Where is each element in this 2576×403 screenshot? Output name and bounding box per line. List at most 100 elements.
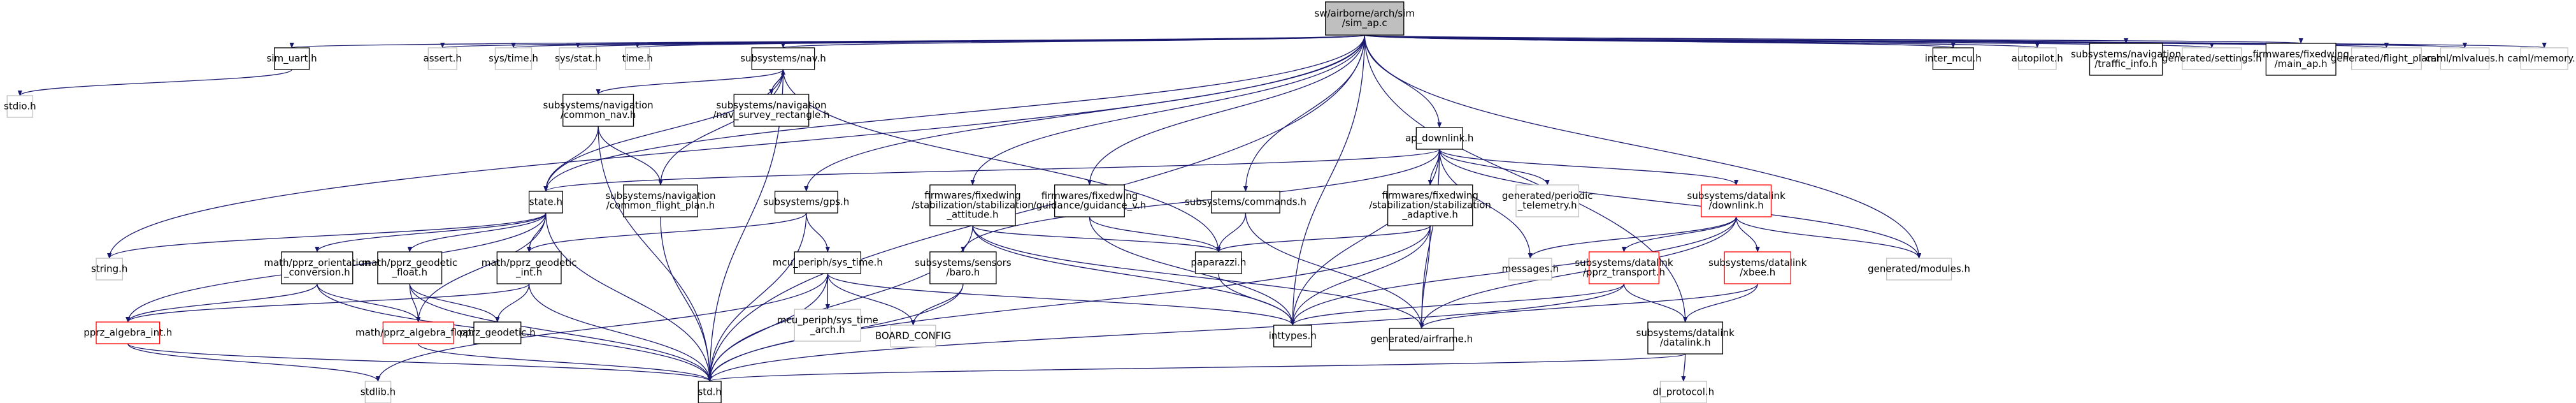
node-nav[interactable]: subsystems/nav.h [740, 47, 826, 70]
node-label: subsystems/datalink [1575, 257, 1673, 268]
edge-gps-to-pprz_geodetic_int [527, 212, 807, 253]
node-generated-settings[interactable]: generated/settings.h [2162, 47, 2262, 70]
node-board-config[interactable]: BOARD_CONFIG [875, 325, 951, 348]
node-autopilot[interactable]: autopilot.h [2012, 47, 2063, 70]
edge-datalink_downlink-to-xbee [1735, 216, 1760, 253]
node-pprz-geodetic-int[interactable]: math/pprz_geodetic_int.h [482, 251, 577, 284]
node-sim-uart[interactable]: sim_uart.h [267, 47, 317, 70]
node-box [2265, 43, 2336, 76]
node-sysstat[interactable]: sys/stat.h [555, 47, 601, 70]
node-label: firmwares/fixedwing [2252, 48, 2349, 60]
node-box [473, 321, 522, 344]
edge-root-to-inttypes [1290, 34, 1365, 326]
node-box [1647, 321, 1724, 355]
node-datalink[interactable]: subsystems/datalink/datalink.h [1636, 321, 1735, 355]
node-label: stdio.h [4, 101, 36, 112]
node-messages[interactable]: messages.h [1502, 258, 1559, 281]
node-label: math/pprz_geodetic [362, 257, 457, 269]
node-box [794, 309, 862, 342]
node-label: /sim_ap.c [1342, 17, 1387, 29]
node-stab-adapt[interactable]: firmwares/fixedwing/stabilization/stabil… [1369, 184, 1491, 226]
node-dl-protocol[interactable]: dl_protocol.h [1653, 381, 1715, 403]
node-box [364, 381, 392, 403]
node-memory[interactable]: caml/memory.h [2507, 47, 2576, 70]
node-state[interactable]: state.h [528, 191, 563, 214]
edge-datalink_downlink-to-pprz_transport [1621, 216, 1737, 253]
node-assert[interactable]: assert.h [424, 47, 462, 70]
node-pprz-geodetic[interactable]: pprz_geodetic.h [459, 321, 536, 344]
node-pprz-orientation[interactable]: math/pprz_orientation_conversion.h [264, 251, 370, 284]
node-main-ap[interactable]: firmwares/fixedwing/main_ap.h [2252, 43, 2349, 76]
node-label: /pprz_transport.h [1583, 267, 1665, 279]
node-inter-mcu[interactable]: inter_mcu.h [1925, 47, 1982, 70]
edge-ap_downlink-to-state [543, 149, 1440, 192]
node-common-nav[interactable]: subsystems/navigation/common_nav.h [543, 94, 654, 127]
node-label: generated/airframe.h [1370, 333, 1473, 345]
node-box [1211, 191, 1280, 214]
node-label: firmwares/fixedwing [1041, 190, 1138, 202]
node-nav-survey[interactable]: subsystems/navigation/nav_survey_rectang… [713, 94, 830, 127]
node-ap-downlink[interactable]: ap_downlink.h [1405, 127, 1474, 150]
edge-common_nav-to-common_flight_plan [597, 126, 663, 186]
edge-common_flight_plan-to-std [660, 216, 712, 382]
node-xbee[interactable]: subsystems/datalink/xbee.h [1708, 251, 1807, 284]
edge-commands-to-generated_airframe [1245, 212, 1424, 329]
node-systime[interactable]: sys/time.h [489, 47, 538, 70]
node-pprz-algebra-int[interactable]: pprz_algebra_int.h [83, 321, 172, 344]
node-label: pprz_geodetic.h [459, 327, 536, 339]
edge-datalink_downlink-to-messages [1528, 216, 1737, 259]
node-label: sys/stat.h [555, 53, 601, 64]
node-flight-plan[interactable]: generated/flight_plan.h [2331, 47, 2442, 70]
node-generated-airframe[interactable]: generated/airframe.h [1370, 328, 1473, 351]
node-box [274, 47, 310, 70]
node-baro[interactable]: subsystems/sensors/baro.h [915, 251, 1012, 284]
node-box [774, 191, 838, 214]
edge-common_nav-to-state [543, 126, 599, 192]
node-guidance[interactable]: firmwares/fixedwing/guidance/guidance_v.… [1033, 184, 1146, 217]
node-common-flight-plan[interactable]: subsystems/navigation/common_flight_plan… [605, 184, 716, 217]
edge-root-to-sim_uart [290, 34, 1365, 48]
edge-datalink-to-std [708, 353, 1686, 382]
node-sys-time-arch[interactable]: mcu_periph/sys_time_arch.h [777, 309, 878, 342]
node-root[interactable]: sw/airborne/arch/sim/sim_ap.c [1315, 1, 1415, 36]
node-periodic-telemetry[interactable]: generated/periodic_telemetry.h [1502, 184, 1593, 217]
node-box [1273, 325, 1312, 348]
node-box [698, 381, 722, 403]
edge-commands-to-paparazzi [1216, 212, 1247, 253]
node-box [1325, 1, 1405, 36]
node-generated-modules[interactable]: generated/modules.h [1868, 258, 1970, 281]
node-stdlib[interactable]: stdlib.h [361, 381, 396, 403]
node-stab-att[interactable]: firmwares/fixedwing/stabilization/stabil… [912, 184, 1034, 226]
edge-state-to-string [107, 212, 547, 259]
edge-pprz_transport-to-std [707, 283, 1625, 382]
node-pprz-algebra-float[interactable]: math/pprz_algebra_float.h [355, 321, 481, 344]
node-pprz-transport[interactable]: subsystems/datalink/pprz_transport.h [1575, 251, 1673, 284]
node-mlvalues[interactable]: caml/mlvalues.h [2426, 47, 2504, 70]
node-label: caml/mlvalues.h [2426, 53, 2504, 64]
node-sys-time[interactable]: mcu_periph/sys_time.h [773, 251, 883, 274]
node-gps[interactable]: subsystems/gps.h [763, 191, 849, 214]
node-pprz-geodetic-float[interactable]: math/pprz_geodetic_float.h [362, 251, 457, 284]
node-std[interactable]: std.h [698, 381, 722, 403]
node-inttypes[interactable]: inttypes.h [1269, 325, 1317, 348]
node-label: time.h [622, 53, 653, 64]
node-traffic-info[interactable]: subsystems/navigation/traffic_info.h [2071, 43, 2181, 76]
node-string[interactable]: string.h [91, 258, 127, 281]
node-label: /guidance/guidance_v.h [1033, 200, 1146, 212]
node-stdio[interactable]: stdio.h [4, 95, 36, 118]
node-box [281, 251, 354, 284]
edge-baro-to-board_config [910, 283, 964, 326]
node-paparazzi[interactable]: paparazzi.h [1191, 251, 1246, 274]
edge-root-to-datalink [1364, 34, 1688, 323]
edge-ap_downlink-to-periodic_telemetry [1439, 149, 1550, 186]
node-datalink-downlink[interactable]: subsystems/datalink/downlink.h [1687, 184, 1786, 217]
node-box [890, 325, 936, 348]
node-time[interactable]: time.h [622, 47, 653, 70]
edge-nav-to-common_nav [596, 69, 784, 95]
node-commands[interactable]: subsystems/commands.h [1185, 191, 1306, 214]
node-label: subsystems/navigation [543, 99, 654, 111]
edge-pprz_geodetic_int-to-pprz_algebra_int [125, 283, 530, 323]
edge-xbee-to-datalink [1683, 283, 1758, 323]
edge-sys_time-to-stdlib [375, 273, 828, 382]
edge-state-to-pprz_geodetic_float [407, 212, 547, 253]
